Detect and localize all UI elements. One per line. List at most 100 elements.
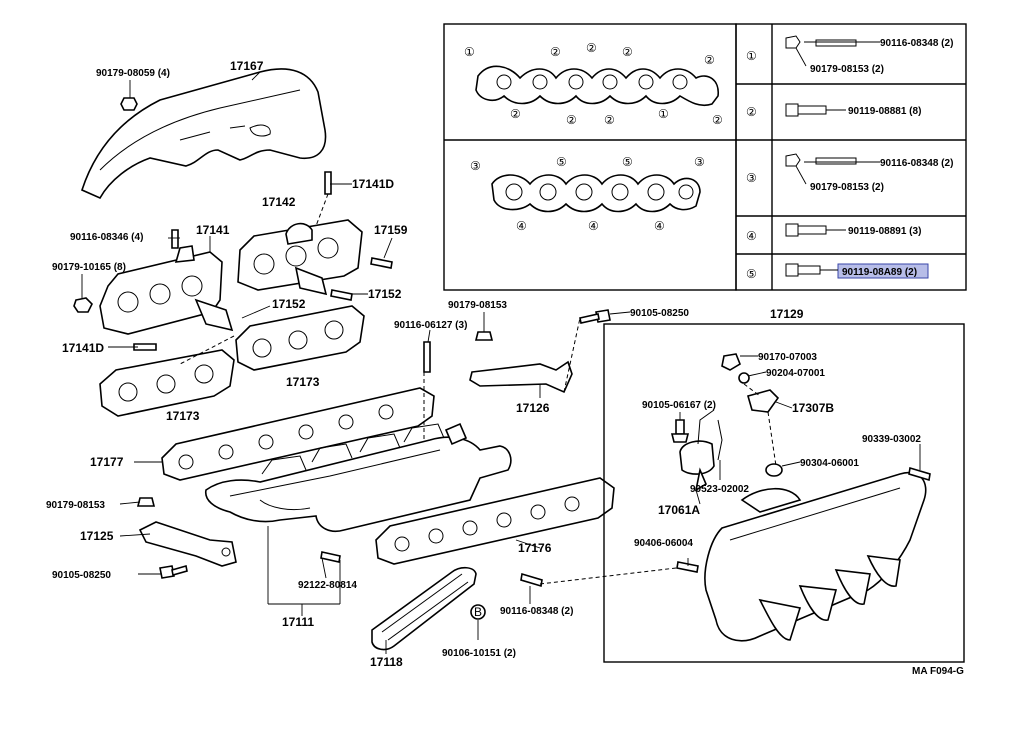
bracket-17126[interactable]	[469, 360, 573, 394]
svg-text:②: ②	[604, 113, 615, 127]
label-90304-06001[interactable]: 90304-06001	[800, 458, 859, 469]
legend-key-2: ②	[746, 105, 757, 119]
nut-90179-08153-left[interactable]	[136, 497, 156, 507]
label-17141D-left[interactable]: 17141D	[62, 341, 104, 355]
label-90106-10151[interactable]: 90106-10151 (2)	[442, 648, 516, 659]
label-17111[interactable]: 17111	[282, 615, 314, 629]
figure-code: MA F094-G	[912, 666, 964, 677]
exhaust-manifold-17142[interactable]	[237, 219, 363, 296]
exhaust-manifold-17141[interactable]	[99, 245, 234, 335]
label-90105-08250-top[interactable]: 90105-08250	[630, 308, 689, 319]
label-90179-08153-top[interactable]: 90179-08153	[448, 300, 507, 311]
air-intake-chamber-box	[603, 323, 965, 663]
exhaust-gasket-17173-right[interactable]	[235, 305, 365, 371]
legend-key-1: ①	[746, 49, 757, 63]
intake-gasket-17176[interactable]	[375, 477, 615, 565]
leader-lines	[81, 41, 921, 654]
legend-5-line-1[interactable]: 90119-08A89 (2)	[842, 267, 917, 278]
label-17152-right[interactable]: 17152	[368, 287, 402, 301]
label-90105-06167[interactable]: 90105-06167 (2)	[642, 400, 716, 411]
label-17173-right[interactable]: 17173	[286, 375, 320, 389]
stud-17159[interactable]	[370, 257, 393, 269]
label-90116-08348-bottom[interactable]: 90116-08348 (2)	[500, 606, 573, 617]
label-17177[interactable]: 17177	[90, 455, 124, 469]
svg-text:④: ④	[516, 219, 527, 233]
part-labels: 90179-08059 (4) 17167 17141D 17142 17141…	[46, 59, 964, 677]
svg-text:③: ③	[694, 155, 705, 169]
svg-text:⑤: ⑤	[622, 155, 633, 169]
nut-90179-08153-top[interactable]	[474, 331, 494, 341]
label-90406-06004[interactable]: 90406-06004	[634, 538, 693, 549]
stud-17141D-left[interactable]	[133, 343, 157, 351]
highlight-90119-08A89	[837, 263, 929, 279]
nut-90179-08059[interactable]	[120, 97, 138, 111]
stud-17141D-top[interactable]	[324, 171, 332, 195]
label-90179-08059[interactable]: 90179-08059 (4)	[96, 68, 170, 79]
label-17141D-top[interactable]: 17141D	[352, 177, 394, 191]
label-92122-80814[interactable]: 92122-80814	[298, 580, 357, 591]
label-17167[interactable]: 17167	[230, 59, 264, 73]
bracket-17125[interactable]	[138, 521, 237, 567]
legend-2-line-1[interactable]: 90119-08881 (8)	[848, 106, 921, 117]
label-90179-08153-left[interactable]: 90179-08153	[46, 500, 105, 511]
label-17159[interactable]: 17159	[374, 223, 408, 237]
washer-90204-07001[interactable]	[738, 372, 750, 384]
nut-90170-07003[interactable]	[721, 353, 741, 371]
label-17125[interactable]: 17125	[80, 529, 114, 543]
label-90204-07001[interactable]: 90204-07001	[766, 368, 825, 379]
nut-90179-10165[interactable]	[73, 297, 93, 313]
stud-90116-08346[interactable]	[171, 229, 179, 249]
heat-insulator-17167[interactable]	[81, 68, 327, 200]
air-intake-chamber[interactable]	[704, 471, 927, 642]
legend-3-line-1[interactable]: 90116-08348 (2)	[880, 158, 953, 169]
label-90116-08346[interactable]: 90116-08346 (4)	[70, 232, 143, 243]
label-17142[interactable]: 17142	[262, 195, 296, 209]
legend-4-line-1[interactable]: 90119-08891 (3)	[848, 226, 921, 237]
legend-1-line-1[interactable]: 90116-08348 (2)	[880, 38, 953, 49]
label-17118[interactable]: 17118	[370, 655, 403, 669]
legend-1-line-2[interactable]: 90179-08153 (2)	[810, 64, 884, 75]
legend-3-line-2[interactable]: 90179-08153 (2)	[810, 182, 884, 193]
bolt-90105-08250-left[interactable]	[159, 564, 188, 579]
label-90170-07003[interactable]: 90170-07003	[758, 352, 817, 363]
link-17307B[interactable]	[747, 389, 780, 413]
label-90339-03002[interactable]: 90339-03002	[862, 434, 921, 445]
svg-text:④: ④	[654, 219, 665, 233]
actuator-17061A[interactable]	[679, 409, 715, 492]
label-B: B	[474, 605, 482, 619]
bolt-90106-10151[interactable]	[470, 604, 486, 620]
gasket-detail-panel	[443, 23, 737, 291]
svg-text:②: ②	[550, 45, 561, 59]
exhaust-gasket-17173-left[interactable]	[99, 349, 235, 417]
clip-90523-02002[interactable]	[717, 419, 723, 461]
label-17176[interactable]: 17176	[518, 541, 552, 555]
dashed-leaders	[179, 193, 777, 585]
stay-17118[interactable]	[371, 566, 477, 651]
intake-manifold-17111[interactable]	[205, 422, 512, 532]
bolt-90116-06127[interactable]	[423, 341, 431, 373]
label-90116-06127[interactable]: 90116-06127 (3)	[394, 320, 467, 331]
bolt-90105-06167[interactable]	[670, 419, 690, 443]
label-90523-02002[interactable]: 90523-02002	[690, 484, 749, 495]
label-17141[interactable]: 17141	[196, 223, 230, 237]
label-17129[interactable]: 17129	[770, 307, 804, 321]
grommet-90304-06001[interactable]	[765, 463, 783, 477]
label-17173-left[interactable]: 17173	[166, 409, 200, 423]
pin-90406-06004[interactable]	[676, 561, 699, 573]
bolt-90105-08250-top[interactable]	[579, 309, 611, 324]
stud-90116-08348[interactable]	[520, 572, 543, 588]
svg-text:①: ①	[658, 107, 669, 121]
svg-text:⑤: ⑤	[556, 155, 567, 169]
stud-92122-80814[interactable]	[320, 551, 341, 563]
label-17126[interactable]: 17126	[516, 401, 550, 415]
label-90179-10165[interactable]: 90179-10165 (8)	[52, 262, 126, 273]
svg-text:②: ②	[510, 107, 521, 121]
label-17307B[interactable]: 17307B	[792, 401, 834, 415]
label-90105-08250-left[interactable]: 90105-08250	[52, 570, 111, 581]
intake-gasket-17177[interactable]	[161, 387, 435, 481]
stud-17152[interactable]	[330, 289, 353, 301]
svg-text:②: ②	[586, 41, 597, 55]
label-17152-left[interactable]: 17152	[272, 297, 306, 311]
label-17061A[interactable]: 17061A	[658, 503, 700, 517]
pin-90339-03002[interactable]	[908, 466, 931, 482]
